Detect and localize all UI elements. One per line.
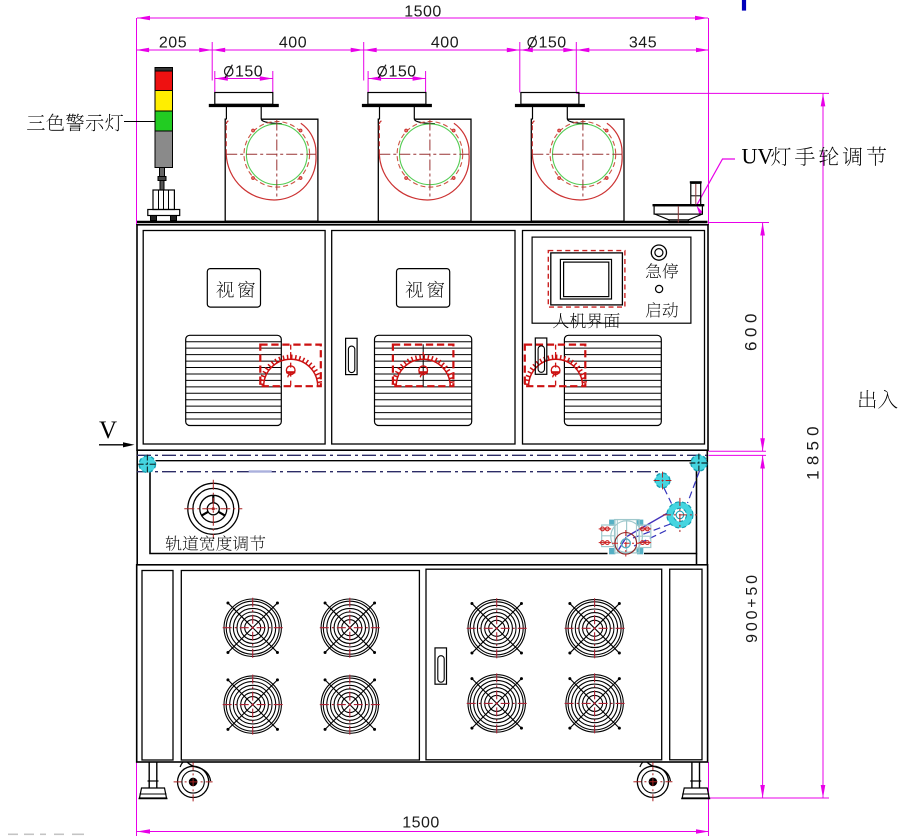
svg-text:V: V (99, 417, 117, 444)
svg-text:1850: 1850 (804, 421, 823, 480)
svg-text:150: 150 (389, 64, 417, 81)
svg-text:345: 345 (629, 35, 657, 52)
svg-text:400: 400 (279, 35, 307, 52)
svg-text:900+50: 900+50 (744, 572, 761, 643)
svg-text:1500: 1500 (404, 4, 442, 21)
svg-text:400: 400 (431, 35, 459, 52)
svg-text:150: 150 (235, 64, 263, 81)
svg-text:150: 150 (539, 35, 567, 52)
svg-text:1500: 1500 (402, 815, 440, 832)
svg-text:UV: UV (742, 144, 774, 169)
svg-text:205: 205 (159, 35, 187, 52)
svg-text:600: 600 (742, 309, 761, 351)
